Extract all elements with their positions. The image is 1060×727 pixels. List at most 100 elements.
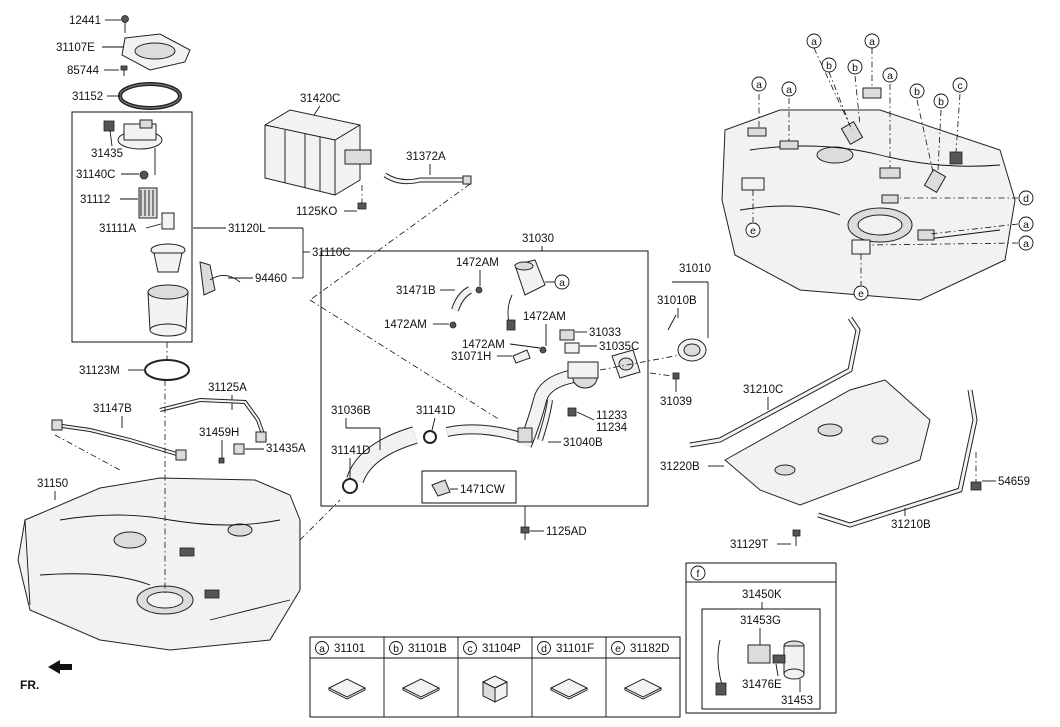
- canister-31420C: [264, 109, 372, 196]
- callout-b-4: b: [933, 93, 949, 109]
- label-31030: 31030: [522, 233, 554, 245]
- fuel-lines-31125A: [159, 397, 267, 443]
- label-31220B: 31220B: [660, 461, 700, 473]
- label-31111A: 31111A: [99, 223, 136, 235]
- label-31033: 31033: [589, 327, 621, 339]
- legend-part-number: 31101F: [556, 643, 594, 655]
- svg-text:b: b: [938, 96, 944, 108]
- o-ring-31123M: [144, 359, 190, 381]
- screw-31039: [672, 372, 680, 392]
- callout-f: f: [690, 565, 706, 581]
- label-31420C: 31420C: [300, 93, 340, 105]
- label-31123M: 31123M: [79, 365, 120, 377]
- callout-a-3: a: [751, 76, 767, 92]
- svg-text:a: a: [786, 84, 792, 96]
- legend-key-circle: [315, 641, 329, 655]
- fuel-line-31147B: [51, 419, 187, 461]
- gasket-ring-31152: [118, 82, 182, 110]
- svg-text:b: b: [914, 86, 920, 98]
- legend-key: b: [393, 643, 399, 655]
- label-1125AD: 1125AD: [546, 526, 587, 538]
- screw-12441: [121, 15, 129, 33]
- legend-part-number: 31182D: [630, 643, 669, 655]
- label-31129T: 31129T: [730, 539, 768, 551]
- label-11233: 11233: [596, 410, 627, 422]
- callout-d: d: [1018, 190, 1034, 206]
- fuel-cap-31010: [611, 314, 707, 379]
- label-31010B: 31010B: [657, 295, 697, 307]
- label-31039: 31039: [660, 396, 692, 408]
- label-31035C: 31035C: [599, 341, 639, 353]
- legend-key: a: [319, 643, 325, 655]
- svg-text:a: a: [1023, 219, 1029, 231]
- callout-e-1: e: [745, 222, 761, 238]
- label-12441: 12441: [69, 15, 101, 27]
- label-31210B: 31210B: [891, 519, 931, 531]
- svg-text:a: a: [559, 277, 565, 289]
- label-31036B: 31036B: [331, 405, 371, 417]
- label-31140C: 31140C: [76, 169, 115, 181]
- label-31372A: 31372A: [406, 151, 446, 163]
- svg-text:a: a: [811, 36, 817, 48]
- legend-key: c: [467, 643, 472, 655]
- legend-key: d: [541, 643, 547, 655]
- label-31459H: 31459H: [199, 427, 239, 439]
- label-31471B: 31471B: [396, 285, 436, 297]
- tank-strap-31210B: [817, 389, 978, 528]
- callout-b-2: b: [847, 59, 863, 75]
- label-1472AM-1: 1472AM: [456, 257, 499, 269]
- bolt-85744: [120, 65, 128, 76]
- svg-text:c: c: [957, 80, 962, 92]
- label-31141D-1: 31141D: [416, 405, 455, 417]
- svg-text:a: a: [756, 79, 762, 91]
- label-31435A: 31435A: [266, 443, 306, 455]
- callout-a-7: a: [1018, 235, 1034, 251]
- svg-text:a: a: [887, 70, 893, 82]
- callout-lines-top-right: [752, 47, 1019, 285]
- fuel-tank-top-view: [721, 87, 1016, 301]
- label-fr: FR.: [20, 678, 39, 692]
- svg-text:a: a: [1023, 238, 1029, 250]
- svg-text:b: b: [826, 60, 832, 72]
- legend-key: e: [615, 643, 621, 655]
- legend-part-number: 31104P: [482, 643, 521, 655]
- legend-key-circle: [463, 641, 477, 655]
- label-31040B: 31040B: [563, 437, 603, 449]
- legend-part-number: 31101B: [408, 643, 447, 655]
- callout-c: c: [952, 77, 968, 93]
- label-31110C: 31110C: [312, 247, 351, 259]
- svg-text:e: e: [750, 225, 756, 237]
- callout-a-2: a: [864, 33, 880, 49]
- callout-e-2: e: [853, 285, 869, 301]
- label-31210C: 31210C: [743, 384, 783, 396]
- label-31141D-2: 31141D: [331, 445, 370, 457]
- bolt-1125KO: [357, 185, 367, 210]
- bolt-31129T: [792, 529, 801, 546]
- svg-text:e: e: [858, 288, 864, 300]
- callout-a-8: a: [554, 274, 570, 290]
- svg-text:b: b: [852, 62, 858, 74]
- label-31107E: 31107E: [56, 42, 95, 54]
- label-31112: 31112: [80, 194, 110, 206]
- label-1472AM-4: 1472AM: [462, 339, 505, 351]
- legend-key-circle: [537, 641, 551, 655]
- label-1472AM-3: 1472AM: [523, 311, 566, 323]
- label-1471CW: 1471CW: [460, 484, 505, 496]
- legend-part-number: 31101: [334, 643, 365, 655]
- callout-a-5: a: [882, 67, 898, 83]
- label-31453G: 31453G: [740, 615, 781, 627]
- callout-b-3: b: [909, 83, 925, 99]
- legend-cell-a: a 31101: [315, 641, 367, 700]
- sensor-assembly-box: [685, 562, 837, 714]
- label-31476E: 31476E: [742, 679, 782, 691]
- label-31071H: 31071H: [451, 351, 491, 363]
- filler-neck-parts: [342, 259, 599, 504]
- sensor-31453: [715, 639, 805, 696]
- callout-b-1: b: [821, 57, 837, 73]
- tank-strap-31210C: [689, 316, 861, 448]
- label-31453: 31453: [781, 695, 813, 707]
- label-31120L: 31120L: [228, 223, 266, 235]
- fuel-pump-module: [103, 119, 241, 337]
- label-1472AM-2: 1472AM: [384, 319, 427, 331]
